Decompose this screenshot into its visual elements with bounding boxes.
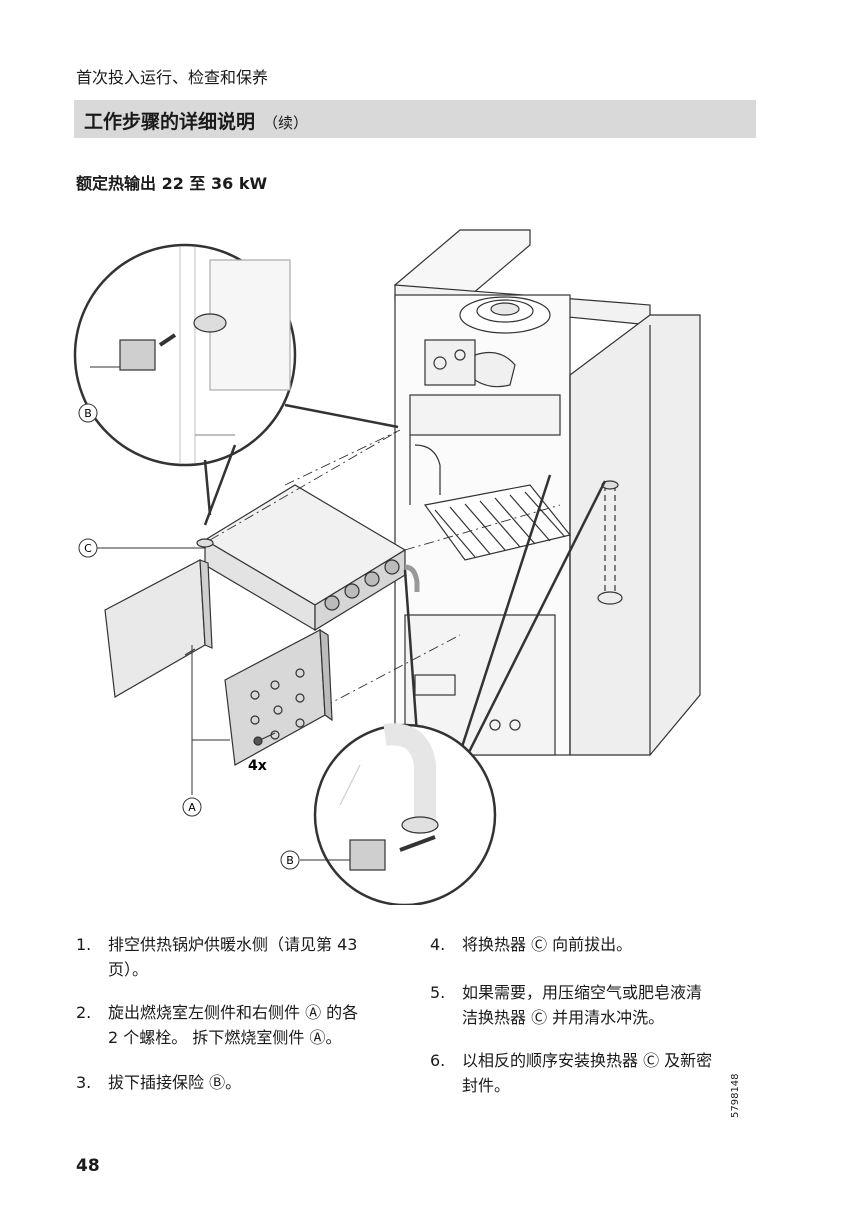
step-2-number: 2. xyxy=(76,1003,92,1022)
left-side-panel xyxy=(104,559,213,698)
detail-magnifier-top xyxy=(73,243,297,467)
callout-c: C xyxy=(78,538,98,558)
step-3-number: 3. xyxy=(76,1073,92,1092)
title-continued: （续） xyxy=(263,114,309,132)
step-2-text: 旋出燃烧室左侧件和右侧件 Ⓐ 的各 2 个螺栓。 拆下燃烧室侧件 Ⓐ。 xyxy=(108,1000,358,1050)
gas-valve xyxy=(424,339,516,388)
step-3: 3. 拔下插接保险 Ⓑ。 xyxy=(76,1070,416,1096)
step-6: 6. 以相反的顺序安装换热器 Ⓒ 及新密 封件。 xyxy=(430,1048,770,1098)
right-side-panel xyxy=(224,628,333,766)
step-1-text: 排空供热锅炉供暖水侧（请见第 43 页）。 xyxy=(108,932,357,982)
step-6-text: 以相反的顺序安装换热器 Ⓒ 及新密 封件。 xyxy=(462,1048,712,1098)
page-title-text: 工作步骤的详细说明 xyxy=(84,111,256,133)
callout-a-letter: A xyxy=(188,801,196,814)
step-5-line-2: 洁换热器 Ⓒ 并用清水冲洗。 xyxy=(462,1008,665,1027)
heat-exchanger-illustration: B C A B 4x xyxy=(73,229,701,905)
step-6-line-2: 封件。 xyxy=(462,1076,511,1095)
callout-b-bottom-letter: B xyxy=(286,854,294,867)
step-5-text: 如果需要，用压缩空气或肥皂液清 洁换热器 Ⓒ 并用清水冲洗。 xyxy=(462,980,702,1030)
step-3-line-1: 拔下插接保险 Ⓑ。 xyxy=(108,1073,242,1092)
callout-leaders xyxy=(90,366,350,861)
step-4-number: 4. xyxy=(430,935,446,954)
callout-a: A xyxy=(182,797,202,817)
section-label: 首次投入运行、检查和保养 xyxy=(76,68,269,87)
title-bar: 工作步骤的详细说明 （续） xyxy=(74,100,756,138)
step-6-number: 6. xyxy=(430,1051,446,1070)
step-4-text: 将换热器 Ⓒ 向前拔出。 xyxy=(462,932,632,957)
step-1-line-1: 排空供热锅炉供暖水侧（请见第 43 xyxy=(108,935,358,954)
step-1: 1. 排空供热锅炉供暖水侧（请见第 43 页）。 xyxy=(76,932,416,982)
step-2-line-1: 旋出燃烧室左侧件和右侧件 Ⓐ 的各 xyxy=(108,1003,359,1022)
step-3-text: 拔下插接保险 Ⓑ。 xyxy=(108,1070,241,1095)
callout-b-bottom: B xyxy=(280,850,300,870)
step-1-line-2: 页）。 xyxy=(108,960,149,979)
screw-count-label: 4x xyxy=(248,758,267,774)
step-5-line-1: 如果需要，用压缩空气或肥皂液清 xyxy=(462,983,703,1002)
step-2: 2. 旋出燃烧室左侧件和右侧件 Ⓐ 的各 2 个螺栓。 拆下燃烧室侧件 Ⓐ。 xyxy=(76,1000,416,1050)
document-code: 5798148 xyxy=(730,1073,741,1118)
flue-outlet xyxy=(459,296,551,334)
step-5: 5. 如果需要，用压缩空气或肥皂液清 洁换热器 Ⓒ 并用清水冲洗。 xyxy=(430,980,770,1030)
subheading: 额定热输出 22 至 36 kW xyxy=(76,174,268,193)
callout-b-top-letter: B xyxy=(84,407,92,420)
page-number: 48 xyxy=(76,1156,100,1176)
callout-b-top: B xyxy=(78,403,98,423)
step-4: 4. 将换热器 Ⓒ 向前拔出。 xyxy=(430,932,770,958)
fan-unit xyxy=(409,394,561,505)
step-4-line-1: 将换热器 Ⓒ 向前拔出。 xyxy=(462,935,633,954)
step-1-number: 1. xyxy=(76,935,92,954)
heat-exchanger-unit xyxy=(196,484,420,632)
step-2-line-2: 2 个螺栓。 拆下燃烧室侧件 Ⓐ。 xyxy=(108,1028,342,1047)
screw-icon xyxy=(253,732,276,746)
detail-magnifier-bottom xyxy=(313,723,497,905)
step-6-line-1: 以相反的顺序安装换热器 Ⓒ 及新密 xyxy=(462,1051,713,1070)
page-title: 工作步骤的详细说明 （续） xyxy=(84,107,308,134)
burner xyxy=(423,484,572,561)
callout-c-letter: C xyxy=(84,542,92,555)
step-5-number: 5. xyxy=(430,983,446,1002)
